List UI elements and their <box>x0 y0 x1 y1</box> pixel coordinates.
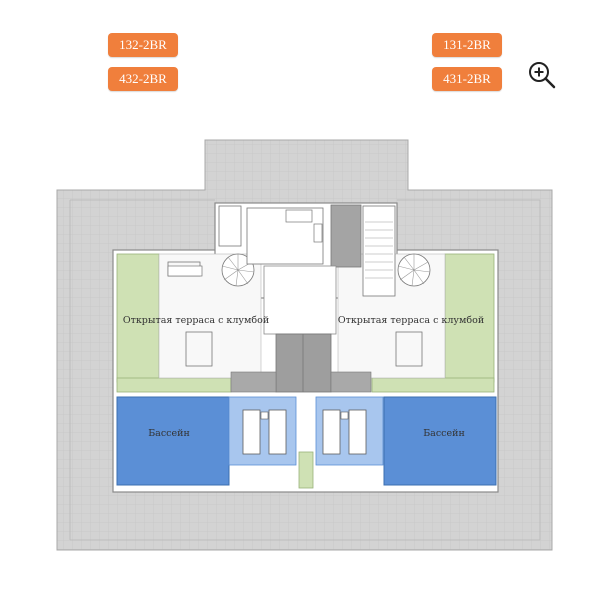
terrace-left-label: Открытая терраса с клумбой <box>123 315 269 326</box>
spiral-stair-right <box>397 253 431 287</box>
unit-button-432-2br[interactable]: 432-2BR <box>108 67 178 91</box>
unit-button-131-2br[interactable]: 131-2BR <box>432 33 502 57</box>
zoom-in-icon[interactable] <box>527 60 559 92</box>
sun-deck-left <box>228 396 297 466</box>
planting-beds <box>116 253 495 489</box>
pool-left <box>116 396 230 486</box>
sun-deck-right <box>315 396 384 466</box>
unit-button-431-2br[interactable]: 431-2BR <box>432 67 502 91</box>
terrace-right-label: Открытая терраса с клумбой <box>338 315 484 326</box>
central-core <box>167 204 396 393</box>
unit-button-132-2br[interactable]: 132-2BR <box>108 33 178 57</box>
pool-left-label: Бассейн <box>148 428 190 439</box>
pool-right <box>383 396 497 486</box>
spiral-stair-left <box>221 253 255 287</box>
pool-right-label: Бассейн <box>423 428 465 439</box>
